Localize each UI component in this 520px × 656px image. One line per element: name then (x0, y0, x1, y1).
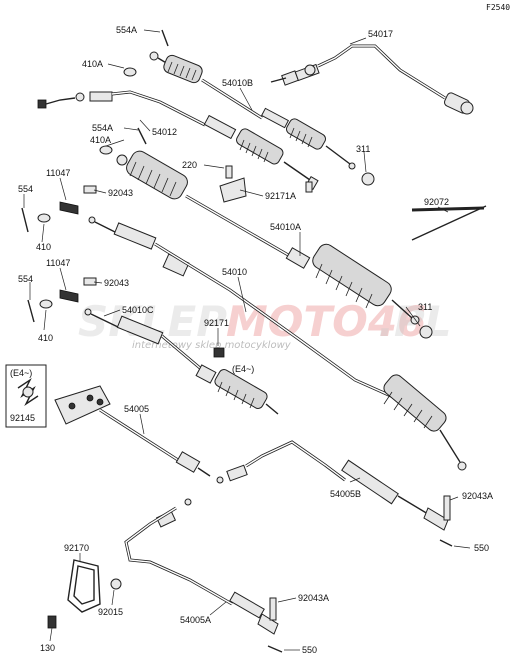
label-92015: 92015 (98, 607, 123, 617)
label-311-top: 311 (356, 144, 370, 154)
label-220: 220 (182, 160, 197, 170)
label-554A-top: 554A (116, 25, 137, 35)
label-11047-top: 11047 (46, 168, 70, 178)
label-92043-mid: 92043 (104, 278, 129, 288)
label-92072: 92072 (424, 197, 449, 207)
label-92171A: 92171A (265, 191, 296, 201)
label-410-top: 410 (36, 242, 51, 252)
diagram-code: F2540 (486, 3, 510, 12)
label-54012: 54012 (152, 127, 177, 137)
watermark-tagline: internetowy sklep motocyklowy (132, 340, 292, 351)
label-92145: 92145 (10, 413, 35, 423)
leader-lines (23, 29, 471, 651)
label-54010: 54010 (222, 267, 247, 277)
cable-54005B (216, 440, 453, 547)
switch-92145 (5, 364, 47, 428)
label-410A-mid: 410A (90, 135, 111, 145)
cable-54010A (116, 150, 420, 325)
cable-54005A (124, 498, 283, 653)
label-11047-mid: 11047 (46, 258, 70, 268)
label-550-a: 550 (474, 543, 489, 553)
label-410-mid: 410 (38, 333, 53, 343)
label-54010A: 54010A (270, 222, 301, 232)
label-54005A: 54005A (180, 615, 211, 625)
bracket-54005 (54, 385, 211, 477)
cable-54010B (149, 51, 356, 170)
loop-92170 (47, 559, 122, 629)
watermark: SKLEP MOTO46 .PL internetowy sklep motoc… (78, 297, 452, 351)
watermark-brand-b: MOTO46 (226, 297, 426, 346)
label-92170: 92170 (64, 543, 89, 553)
label-554A-mid: 554A (92, 123, 113, 133)
label-92171: 92171 (204, 318, 229, 328)
label-54017: 54017 (368, 29, 393, 39)
label-554-top: 554 (18, 184, 33, 194)
cable-54012 (37, 90, 319, 191)
label-92043A-a: 92043A (462, 491, 493, 501)
label-e4-b: (E4~) (10, 368, 32, 378)
label-54005: 54005 (124, 404, 149, 414)
label-311-mid: 311 (418, 302, 432, 312)
label-554-mid: 554 (18, 274, 33, 284)
label-e4-a: (E4~) (232, 364, 254, 374)
cable-54010 (88, 216, 467, 471)
label-54005B: 54005B (330, 489, 361, 499)
cable-54010C (84, 308, 279, 415)
cable-54017 (270, 44, 474, 115)
label-550-b: 550 (302, 645, 317, 655)
label-54010B: 54010B (222, 78, 253, 88)
part-labels: 554A 54017 410A 54010B 554A 54012 410A 3… (10, 25, 493, 655)
label-92043-top: 92043 (108, 188, 133, 198)
small-parts (21, 29, 487, 358)
label-54010C: 54010C (122, 305, 154, 315)
label-410A-top: 410A (82, 59, 103, 69)
label-92043A-b: 92043A (298, 593, 329, 603)
label-130: 130 (40, 643, 55, 653)
